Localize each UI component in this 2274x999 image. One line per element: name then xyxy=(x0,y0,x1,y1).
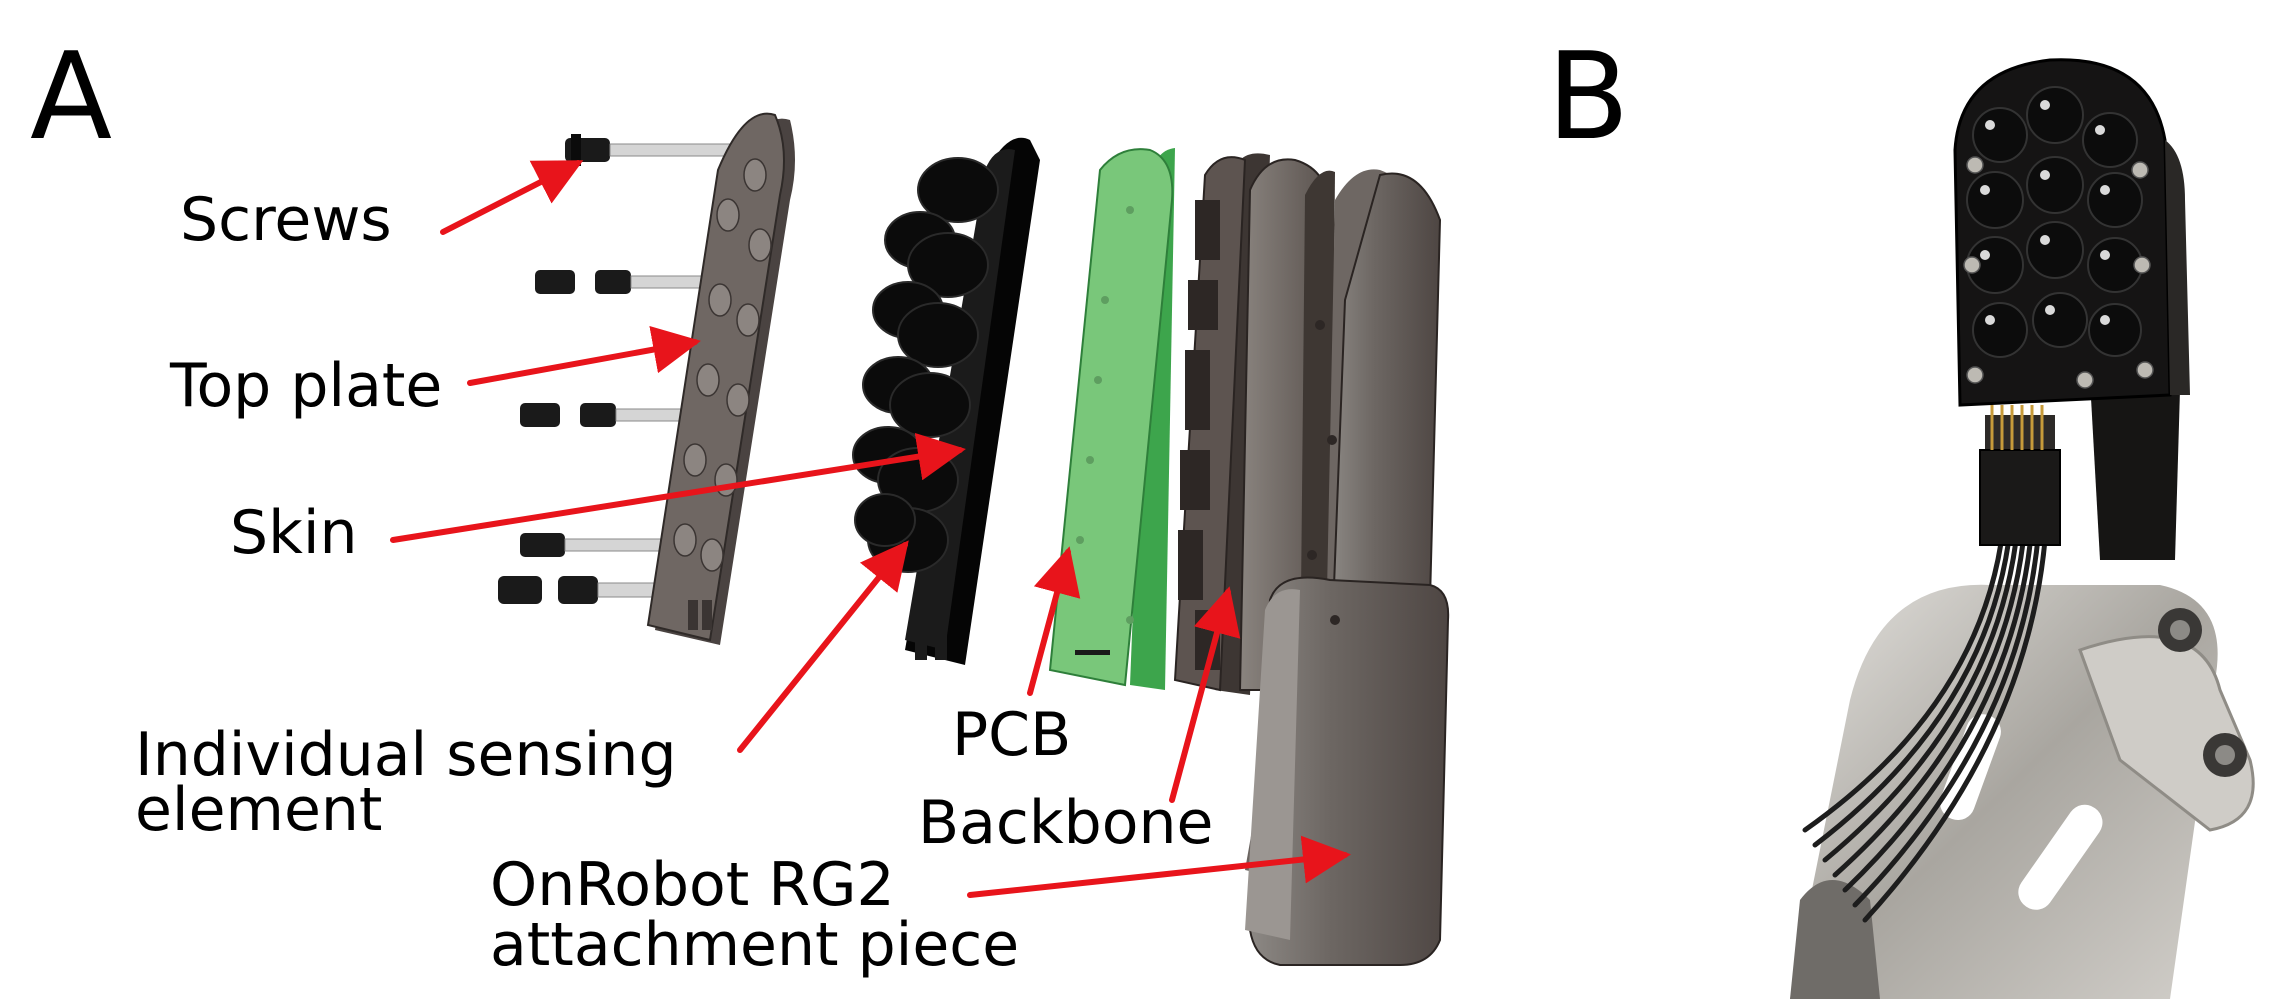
skin-label: Skin xyxy=(230,498,358,568)
screws-label: Screws xyxy=(180,185,392,255)
gripper-photo xyxy=(1790,58,2255,999)
screw xyxy=(498,576,674,604)
panel-label-b: B xyxy=(1547,28,1630,167)
skin-arrow xyxy=(390,432,966,543)
top-plate xyxy=(646,112,795,645)
annotation-arrows xyxy=(390,160,1351,898)
backbone-arrow xyxy=(1169,586,1241,803)
onrobot-attachment xyxy=(1238,158,1450,966)
screw xyxy=(535,270,707,294)
onrobot-label-line1: OnRobot RG2 xyxy=(490,850,895,920)
skin xyxy=(852,137,1040,665)
photo-screws xyxy=(1963,156,2154,389)
pcb xyxy=(1048,148,1175,690)
backbone-label: Backbone xyxy=(918,788,1214,858)
screw xyxy=(520,533,676,557)
screws xyxy=(498,134,731,604)
panel-label-a: A xyxy=(30,28,113,167)
top-plate-arrow xyxy=(467,325,701,386)
pcb-label: PCB xyxy=(952,700,1072,770)
screws-arrow xyxy=(440,160,584,235)
top-plate-label: Top plate xyxy=(170,351,443,421)
sensing-element-label-line1: Individual sensing xyxy=(135,720,677,790)
onrobot-label-line2: attachment piece xyxy=(490,910,1020,980)
screw xyxy=(565,134,731,166)
pcb-arrow xyxy=(1027,546,1081,696)
sensing-element-label-line2: element xyxy=(135,775,383,845)
screw xyxy=(520,403,692,427)
onrobot-arrow xyxy=(967,835,1351,898)
sensing-element-arrow xyxy=(737,540,909,753)
